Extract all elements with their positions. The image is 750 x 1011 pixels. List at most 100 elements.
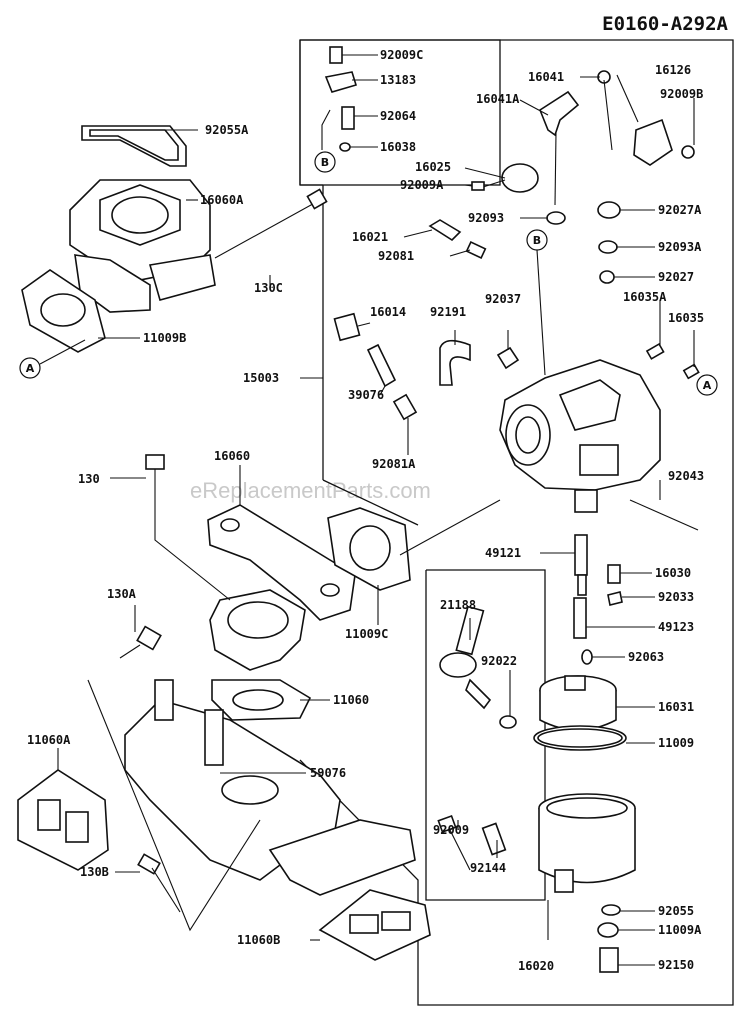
label-16031: 16031 <box>658 700 694 714</box>
needle-16030 <box>607 564 621 584</box>
label-11060b: 11060B <box>237 933 280 947</box>
screw-16021 <box>428 219 462 242</box>
label-92093: 92093 <box>468 211 504 225</box>
seal-92027 <box>599 270 615 284</box>
bolt-130b <box>137 853 181 913</box>
label-92027a: 92027A <box>658 203 702 217</box>
label-16014: 16014 <box>370 305 406 319</box>
plug-92063 <box>581 649 593 665</box>
label-92037: 92037 <box>485 292 521 306</box>
label-16060: 16060 <box>214 449 250 463</box>
label-92093a: 92093A <box>658 240 702 254</box>
label-11009: 11009 <box>658 736 694 750</box>
bolt-130c <box>214 188 328 259</box>
clip-92033 <box>607 591 623 606</box>
bolt-130 <box>145 454 165 500</box>
label-92009a: 92009A <box>400 178 444 192</box>
screw-16035 <box>682 363 700 380</box>
label-92150: 92150 <box>658 958 694 972</box>
label-59076: 59076 <box>310 766 346 780</box>
jet-49123 <box>573 597 587 639</box>
spring-92081a <box>392 393 418 421</box>
diagram-code: E0160-A292A <box>602 13 728 35</box>
watermark: eReplacementParts.com <box>190 478 431 503</box>
spring-92081 <box>465 241 487 259</box>
label-16025: 16025 <box>415 160 451 174</box>
label-92009c: 92009C <box>380 48 423 62</box>
label-49123: 49123 <box>658 620 694 634</box>
label-92009b: 92009B <box>660 87 703 101</box>
ring-16038 <box>339 142 351 152</box>
label-92144: 92144 <box>470 861 506 875</box>
callout-a-left: A <box>19 357 41 379</box>
label-11060a: 11060A <box>27 733 71 747</box>
needle-39076 <box>366 343 397 388</box>
screw-92009b <box>681 145 695 159</box>
jet-16014 <box>333 312 361 342</box>
washer-11009a <box>597 922 619 938</box>
callout-a-right: A <box>696 374 718 396</box>
label-92081a: 92081A <box>372 457 416 471</box>
spring-92144 <box>481 822 507 856</box>
label-16038: 16038 <box>380 140 416 154</box>
gasket-11060a <box>17 769 109 871</box>
plate-16025 <box>501 163 539 193</box>
label-92081: 92081 <box>378 249 414 263</box>
emulsion-tube-49121 <box>574 534 588 596</box>
callout-b-mid: B <box>526 229 548 251</box>
screw-16035a <box>645 342 665 360</box>
label-16030: 16030 <box>655 566 691 580</box>
label-92009: 92009 <box>433 823 469 837</box>
plate-13183 <box>324 71 358 93</box>
label-16035a: 16035A <box>623 290 667 304</box>
clip-92037 <box>496 346 520 370</box>
hose-92191 <box>439 339 471 386</box>
label-11060: 11060 <box>333 693 369 707</box>
svg-text:A: A <box>703 379 712 392</box>
label-16021: 16021 <box>352 230 388 244</box>
label-16020: 16020 <box>518 959 554 973</box>
plate-16126 <box>633 118 673 166</box>
seal-92093a <box>598 240 618 254</box>
label-13183: 13183 <box>380 73 416 87</box>
washer-92055 <box>601 904 621 916</box>
label-16126: 16126 <box>655 63 691 77</box>
label-92063: 92063 <box>628 650 664 664</box>
screw-92009 <box>437 814 471 871</box>
seal-92093 <box>546 211 566 225</box>
float-16031 <box>539 675 617 731</box>
screw-92009c <box>329 46 343 64</box>
spacer-16060 <box>207 504 356 621</box>
label-16041: 16041 <box>528 70 564 84</box>
carburetor-body-15003 <box>499 359 661 513</box>
pin-92043 <box>629 499 699 531</box>
label-11009c: 11009C <box>345 627 388 641</box>
label-130c: 130C <box>254 281 283 295</box>
label-92055a: 92055A <box>205 123 249 137</box>
label-92055: 92055 <box>658 904 694 918</box>
label-92033: 92033 <box>658 590 694 604</box>
label-92064: 92064 <box>380 109 416 123</box>
label-16041a: 16041A <box>476 92 520 106</box>
float-bowl-16020 <box>538 793 636 893</box>
label-39076: 39076 <box>348 388 384 402</box>
float-bowl-frame <box>425 569 546 901</box>
seal-92027a <box>597 201 621 219</box>
label-11009b: 11009B <box>143 331 186 345</box>
spring-92064 <box>341 106 355 130</box>
label-16035: 16035 <box>668 311 704 325</box>
pipe-59076 <box>204 709 224 766</box>
label-16060a: 16060A <box>200 193 244 207</box>
label-49121: 49121 <box>485 546 521 560</box>
throttle-shaft-16041a <box>539 90 580 137</box>
screw-92009a <box>471 181 485 191</box>
label-21188: 21188 <box>440 598 476 612</box>
label-11009a: 11009A <box>658 923 702 937</box>
label-92191: 92191 <box>430 305 466 319</box>
label-92027: 92027 <box>658 270 694 284</box>
linkage-subframe <box>299 39 501 186</box>
svg-text:B: B <box>533 234 541 247</box>
label-15003: 15003 <box>243 371 279 385</box>
bolt-130a <box>119 625 162 659</box>
svg-text:A: A <box>26 362 35 375</box>
